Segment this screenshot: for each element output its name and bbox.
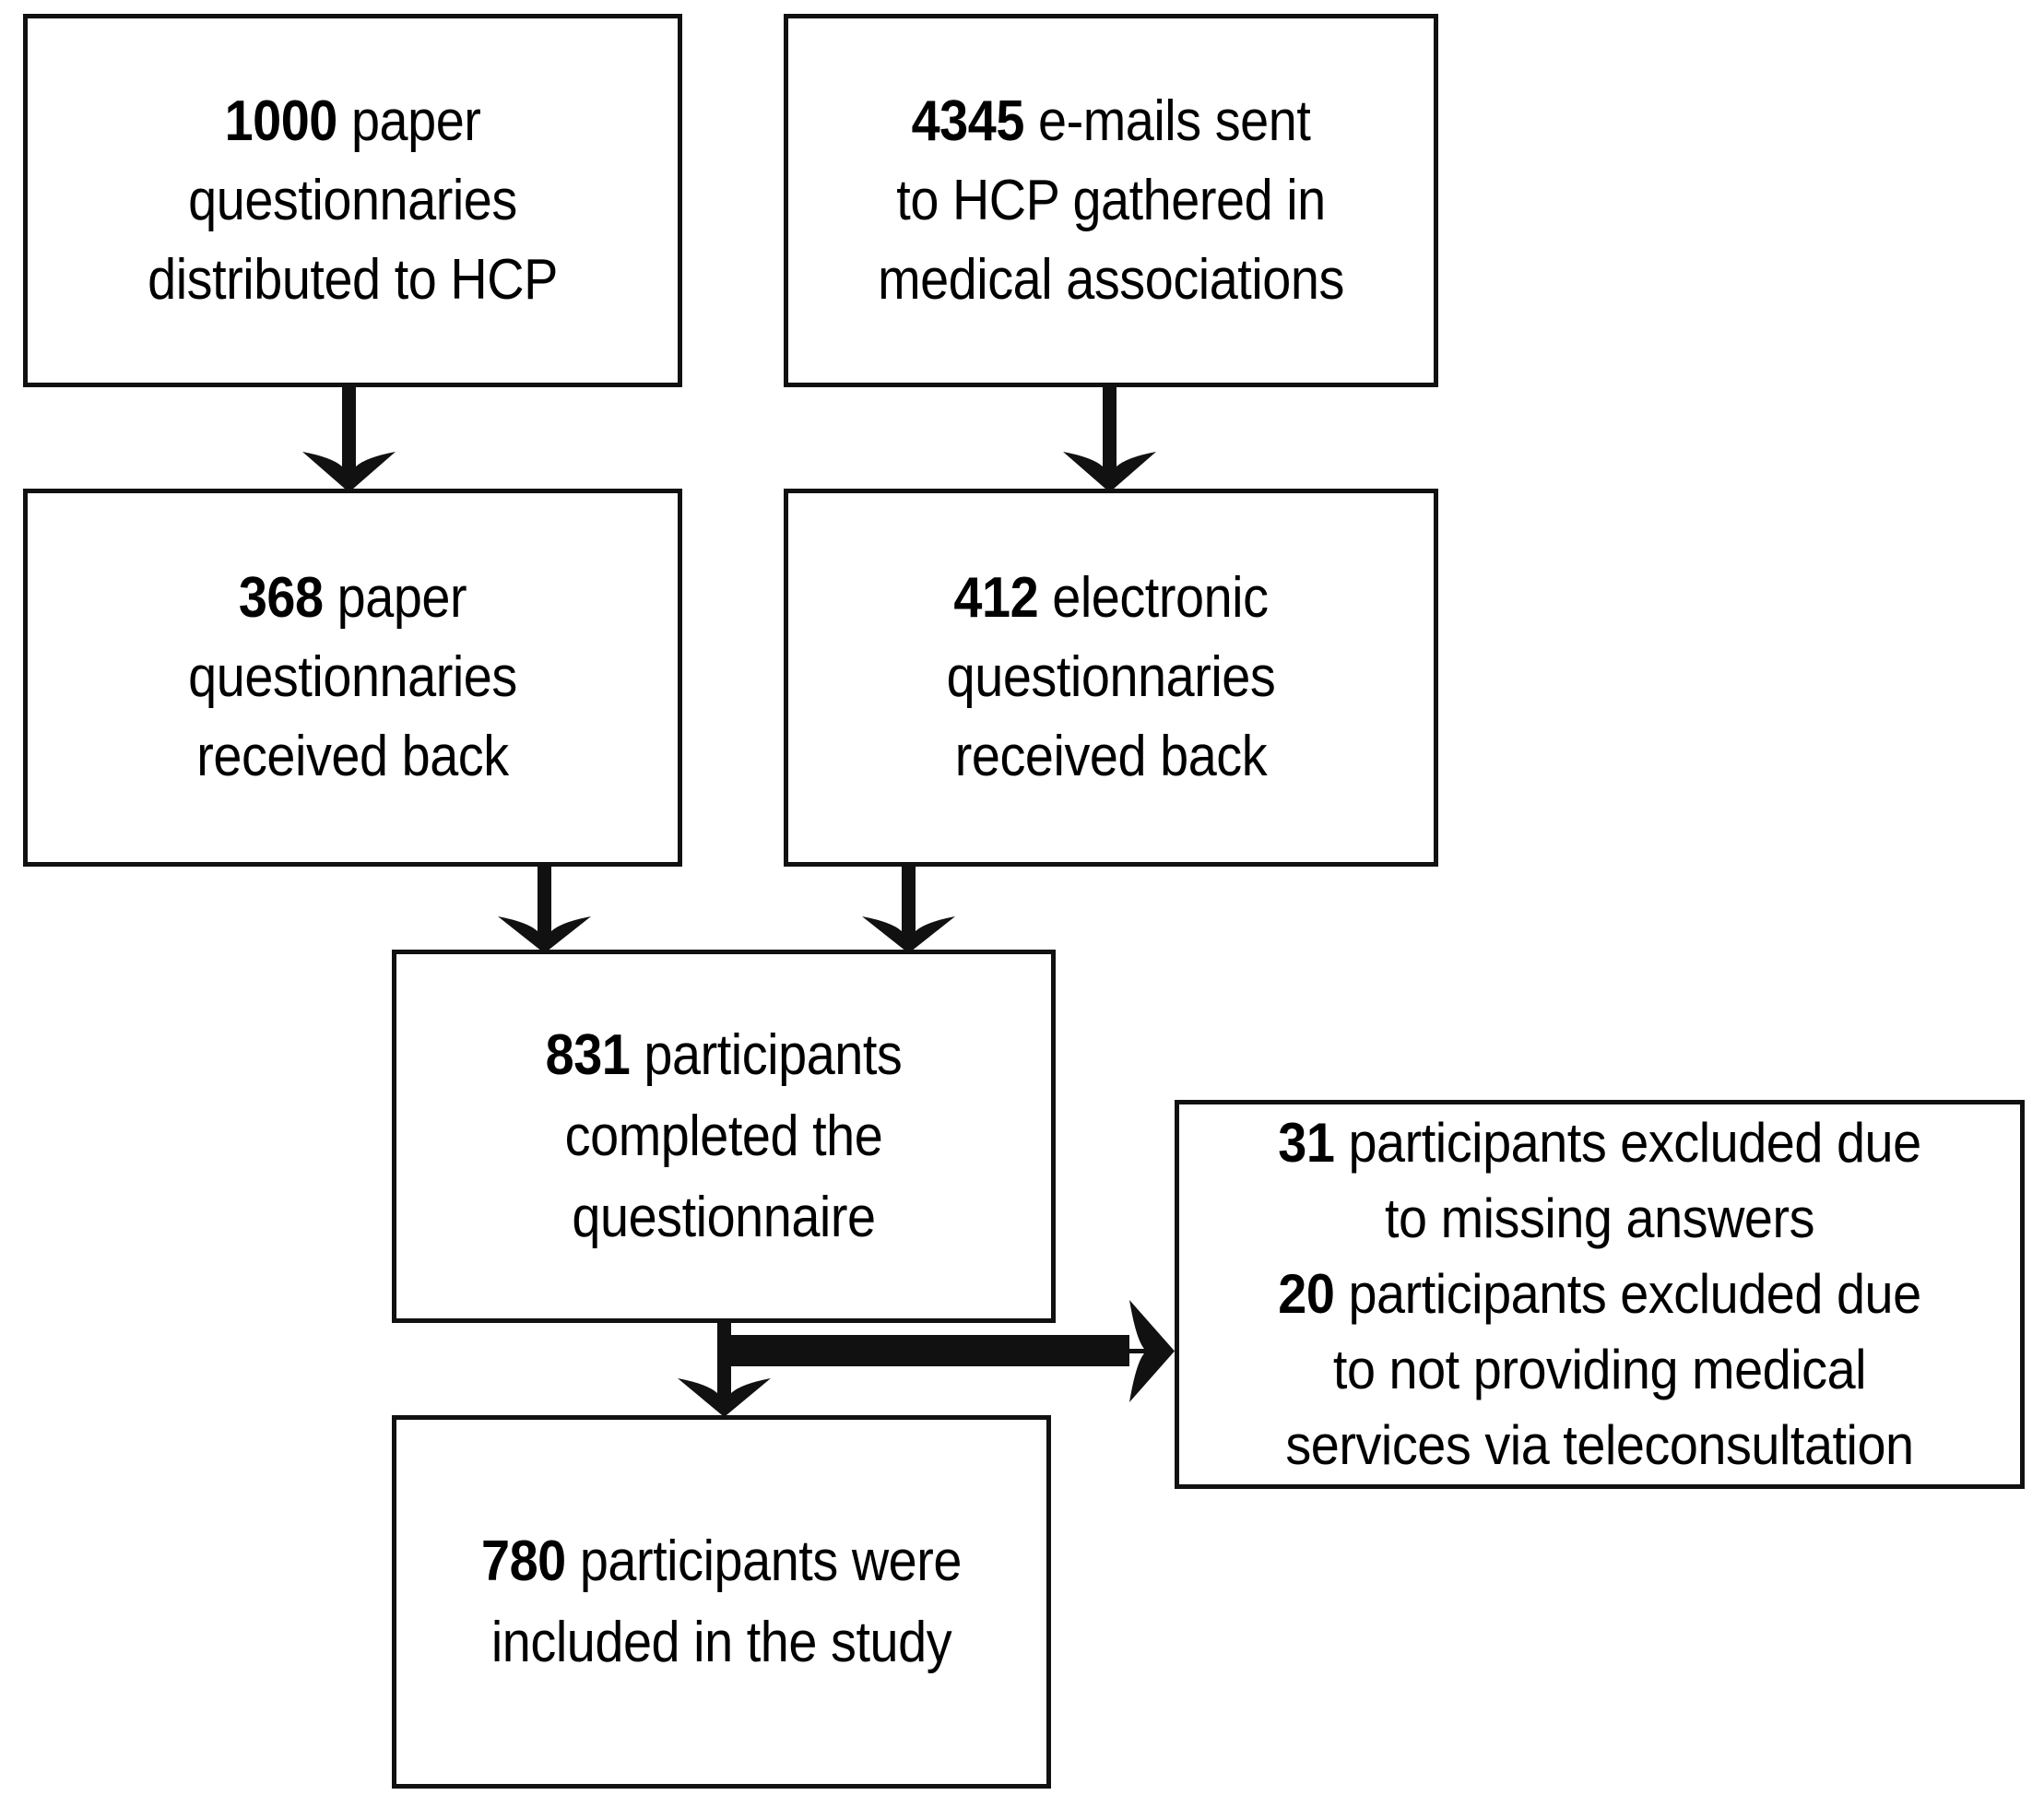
- node-participants-completed: 831 participants completed the questionn…: [392, 950, 1056, 1323]
- arrow-completed-to-excluded: [724, 1300, 1175, 1402]
- count-412: 412: [953, 566, 1039, 630]
- arrow-emails-sent-to-electronic-received: [1063, 387, 1156, 492]
- node-participants-completed-label: 831 participants completed the questionn…: [430, 1015, 1019, 1258]
- node-participants-included-label: 780 participants were included in the st…: [429, 1521, 1014, 1683]
- node-paper-questionnaires-received-body: paper questionnaries received back: [188, 566, 517, 788]
- arrow-paper-received-to-completed: [498, 867, 591, 953]
- count-780: 780: [481, 1529, 566, 1593]
- node-participants-excluded: 31 participants excluded due to missing …: [1175, 1100, 2025, 1489]
- node-emails-sent-label: 4345 e-mails sent to HCP gathered in med…: [821, 82, 1401, 320]
- count-31: 31: [1278, 1112, 1335, 1174]
- node-electronic-questionnaires-received-body: electronic questionnaries received back: [946, 566, 1276, 788]
- node-participants-included: 780 participants were included in the st…: [392, 1415, 1051, 1789]
- count-1000: 1000: [224, 89, 338, 153]
- node-paper-questionnaires-received-label: 368 paper questionnaries received back: [60, 559, 645, 797]
- node-paper-questionnaires-distributed-body: paper questionnaries distributed to HCP: [148, 89, 558, 312]
- node-participants-excluded-label: 31 participants excluded due to missing …: [1209, 1105, 1991, 1483]
- node-participants-included-body: participants were included in the study: [490, 1529, 963, 1674]
- node-paper-questionnaires-received: 368 paper questionnaries received back: [23, 489, 682, 867]
- node-participants-excluded-body-2: participants excluded due to not providi…: [1285, 1263, 1921, 1476]
- node-electronic-questionnaires-received: 412 electronic questionnaries received b…: [784, 489, 1438, 867]
- arrow-paper-distributed-to-paper-received: [302, 387, 396, 492]
- node-paper-questionnaires-distributed-label: 1000 paper questionnaries distributed to…: [60, 82, 645, 320]
- node-participants-excluded-body-1: participants excluded due to missing ans…: [1348, 1112, 1921, 1249]
- node-emails-sent: 4345 e-mails sent to HCP gathered in med…: [784, 14, 1438, 387]
- count-4345: 4345: [911, 89, 1025, 153]
- node-emails-sent-body: e-mails sent to HCP gathered in medical …: [878, 89, 1344, 312]
- node-participants-completed-body: participants completed the questionnaire: [564, 1022, 903, 1249]
- count-20: 20: [1278, 1263, 1335, 1325]
- node-paper-questionnaires-distributed: 1000 paper questionnaries distributed to…: [23, 14, 682, 387]
- node-electronic-questionnaires-received-label: 412 electronic questionnaries received b…: [821, 559, 1401, 797]
- arrow-electronic-received-to-completed: [862, 867, 955, 953]
- count-831: 831: [545, 1022, 631, 1087]
- count-368: 368: [238, 566, 324, 630]
